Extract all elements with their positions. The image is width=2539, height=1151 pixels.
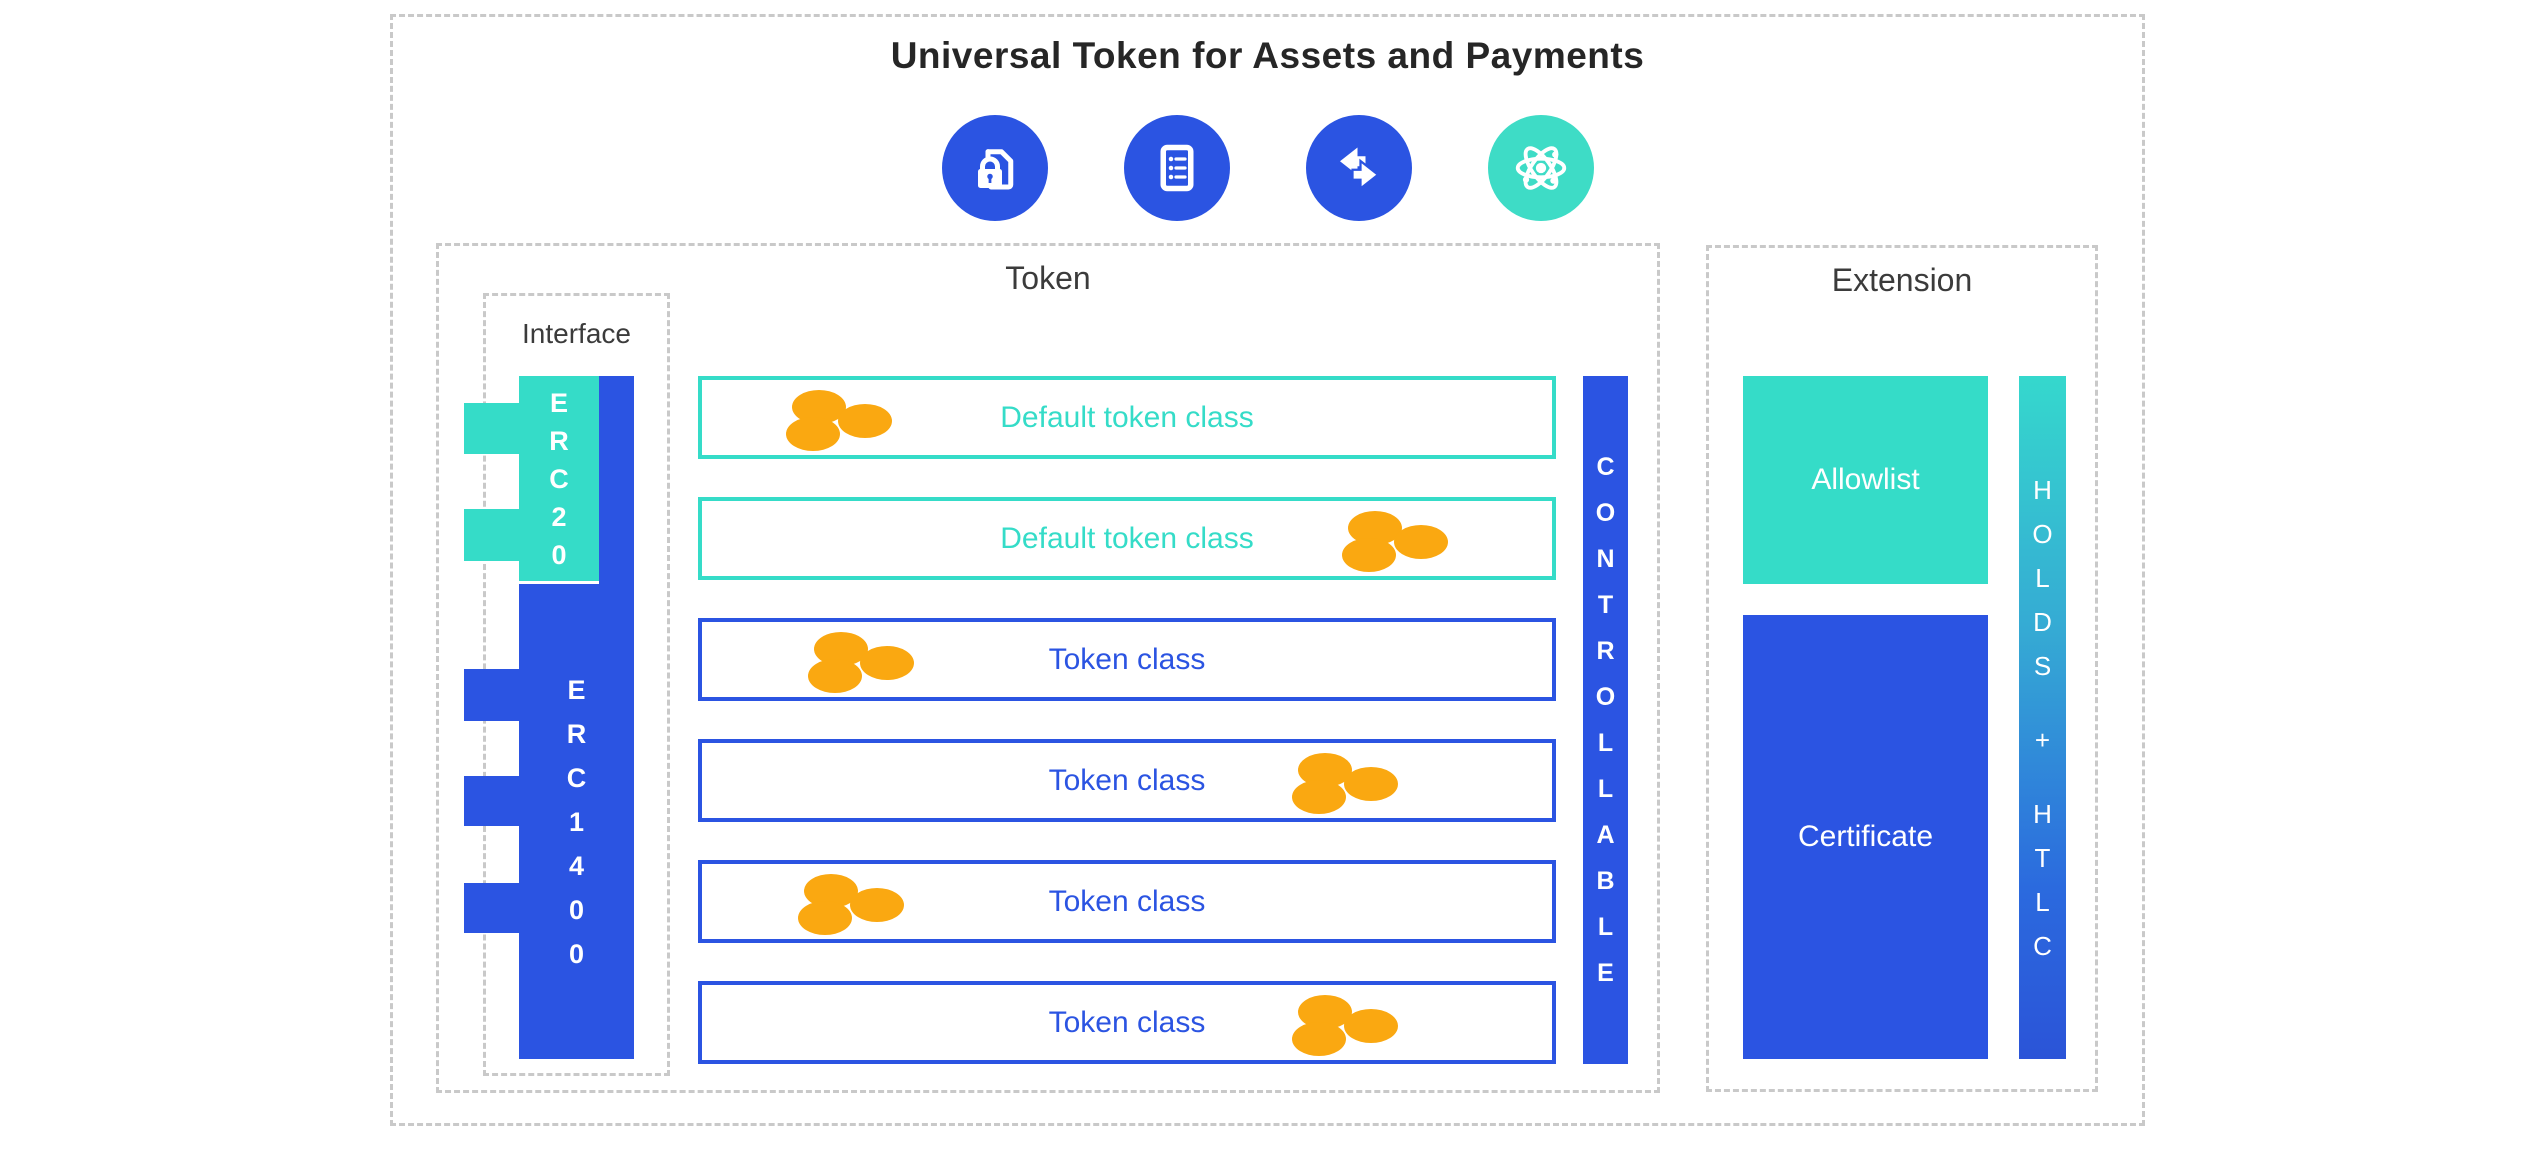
token-coins-icon [1292,753,1398,814]
token-coins-icon [786,390,892,451]
token-class-row: Token class [698,618,1556,701]
atom-icon [1487,115,1594,221]
feature-icons-row [393,113,2142,223]
default-token-class-row: Default token class [698,497,1556,580]
row-label: Default token class [1000,400,1254,434]
erc1400-plug-tab [464,776,520,826]
erc20-plug-tab [464,509,520,561]
token-coins-icon [1342,511,1448,572]
row-label: Token class [1048,642,1206,676]
list-clipboard-icon [1123,115,1230,221]
token-section-label: Token [1005,260,1091,296]
allowlist-block: Allowlist [1743,376,1988,584]
allowlist-label: Allowlist [1811,463,1920,496]
row-label: Token class [1048,763,1206,797]
token-coins-icon [1292,995,1398,1056]
default-token-class-row: Default token class [698,376,1556,459]
token-coins-icon [808,632,914,693]
secure-document-icon [941,115,1048,221]
erc20-plug-tab [464,403,520,454]
token-class-row: Token class [698,981,1556,1064]
certificate-label: Certificate [1797,820,1934,853]
row-label: Token class [1048,1005,1206,1039]
token-coins-icon [798,874,904,935]
transfer-arrows-icon [1305,115,1412,221]
row-label: Default token class [1000,521,1254,555]
row-label: Token class [1048,884,1206,918]
interface-section-label: Interface [522,318,631,349]
token-class-row: Token class [698,739,1556,822]
diagram-title: Universal Token for Assets and Payments [890,35,1645,76]
universal-token-container: Universal Token for Assets and Payments [390,14,2145,1126]
erc1400-plug-tab [464,883,520,933]
extension-section-label: Extension [1831,262,1973,298]
certificate-block: Certificate [1743,615,1988,1059]
erc1400-plug-tab [464,669,520,721]
token-class-row: Token class [698,860,1556,943]
